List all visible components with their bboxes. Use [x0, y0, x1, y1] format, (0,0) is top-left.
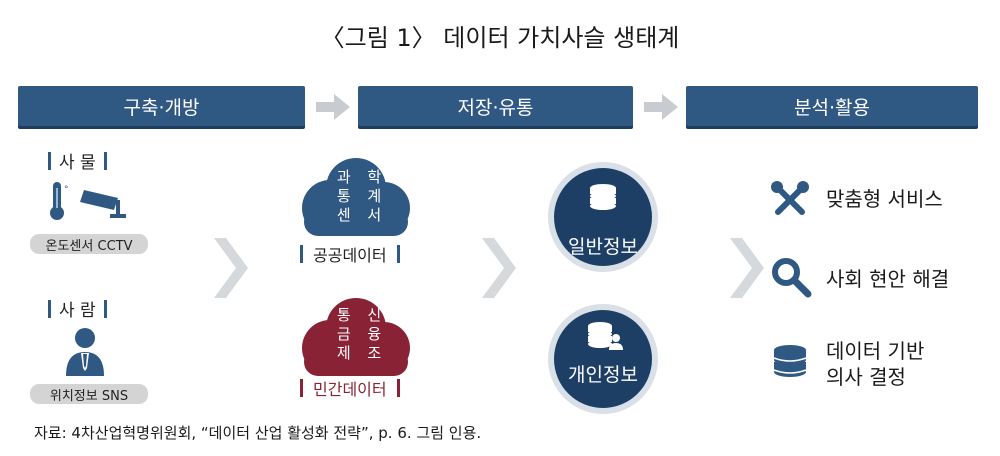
- cloud-line: 금 융: [336, 325, 388, 343]
- thermometer-icon: °: [50, 182, 69, 220]
- cloud-line: 통 계: [336, 187, 388, 205]
- svg-text:°: °: [64, 185, 69, 195]
- stage-label: 저장·유통: [457, 96, 534, 119]
- chevron-right-icon: [730, 238, 764, 298]
- database-icon: [773, 345, 807, 377]
- people-label: 사 람: [48, 296, 107, 321]
- things-chip: 온도센서 CCTV: [30, 234, 148, 254]
- stage-build-open: 구축·개방: [18, 86, 305, 126]
- stage-label: 분석·활용: [794, 96, 870, 119]
- figure-title: 〈그림 1〉 데이터 가치사슬 생태계: [320, 24, 680, 52]
- tools-icon: [771, 181, 809, 215]
- bar-marker: [300, 379, 303, 397]
- bar-marker: [300, 245, 303, 263]
- general-info-label: 일반정보: [568, 236, 638, 258]
- private-cloud-text: 통 신 금 융 제 조: [330, 306, 394, 363]
- output-line: 사회 현안 해결: [826, 267, 950, 291]
- general-info-circle: [548, 162, 658, 272]
- magnifier-icon: [772, 258, 812, 298]
- people-label-text: 사 람: [59, 301, 96, 321]
- public-data-label: 공공데이터: [300, 242, 400, 266]
- cloud-icon: [302, 158, 410, 236]
- stage-analyze-use: 분석·활용: [686, 86, 978, 126]
- bar-marker: [48, 299, 51, 318]
- source-note: 자료: 4차산업혁명위원회, “데이터 산업 활성화 전략”, p. 6. 그림…: [34, 424, 482, 442]
- bar-marker: [103, 151, 107, 170]
- things-label: 사 물: [48, 148, 107, 173]
- stage-label: 구축·개방: [123, 96, 200, 119]
- personal-info-circle: [548, 304, 658, 414]
- people-chip: 위치정보 SNS: [30, 384, 148, 404]
- bar-marker: [103, 299, 107, 318]
- chevron-right-icon: [482, 238, 516, 298]
- output-line: 맞춤형 서비스: [826, 187, 943, 211]
- cloud-icon: [302, 298, 410, 376]
- output-line: 데이터 기반: [826, 339, 925, 363]
- cloud-line: 통 신: [336, 306, 388, 324]
- stage-store-distribute: 저장·유통: [358, 86, 633, 126]
- bar-marker: [396, 379, 400, 397]
- chevron-right-icon: [214, 238, 248, 298]
- output-line: 의사 결정: [826, 365, 906, 389]
- arrow-right-icon: [644, 94, 678, 120]
- cloud-line: 센 서: [336, 206, 388, 224]
- personal-info-label: 개인정보: [568, 364, 638, 386]
- arrow-right-icon: [316, 94, 350, 120]
- cloud-line: 과 학: [336, 168, 388, 186]
- things-label-text: 사 물: [59, 153, 96, 173]
- cloud-line: 제 조: [336, 344, 388, 362]
- bar-marker: [48, 151, 51, 170]
- output-social-issue: 사회 현안 해결: [826, 266, 949, 292]
- output-custom-service: 맞춤형 서비스: [826, 186, 943, 212]
- private-data-label: 민간데이터: [300, 376, 400, 400]
- public-cloud-text: 과 학 통 계 센 서: [330, 168, 394, 225]
- public-data-label-text: 공공데이터: [313, 246, 387, 265]
- person-icon: [66, 328, 104, 376]
- cctv-camera-icon: [80, 190, 126, 218]
- output-data-decision: 데이터 기반 의사 결정: [826, 338, 924, 390]
- private-data-label-text: 민간데이터: [313, 380, 387, 399]
- bar-marker: [396, 245, 400, 263]
